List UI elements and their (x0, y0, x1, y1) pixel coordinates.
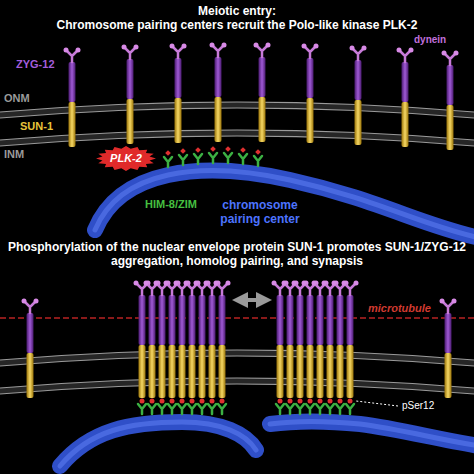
structure-label: chromosome pairing center (212, 198, 308, 226)
leader-line (356, 401, 398, 406)
him8-zim (224, 153, 232, 163)
phosphate (240, 147, 246, 153)
chromosomes (60, 421, 474, 466)
pairing-center-proteins (164, 146, 262, 167)
chromosome-highlight (95, 171, 474, 238)
sun-zyg-complex (170, 44, 187, 144)
panel-heading: Phosphorylation of the nuclear envelope … (7, 240, 467, 268)
kinase-name: PLK-2 (110, 152, 142, 165)
phosphate (225, 146, 231, 152)
sun-zyg-complexes (64, 43, 459, 151)
sun-zyg-complex (397, 48, 414, 148)
modification-label: pSer12 (402, 400, 434, 412)
sun-zyg-complex (440, 299, 457, 399)
outer-membrane-line (0, 350, 474, 366)
him8-zim (164, 157, 172, 167)
sun-zyg-complex (122, 45, 139, 145)
chromosome-body (60, 422, 256, 466)
microtubule-line (0, 317, 474, 319)
sun-zyg-complex (22, 299, 39, 399)
sun-zyg-complex (64, 48, 81, 148)
panel-heading: Meiotic entry: (0, 4, 474, 18)
sun-zyg-complex (254, 43, 271, 143)
phosphate (195, 147, 201, 153)
protein-label: SUN-1 (20, 120, 53, 133)
phosphate (210, 146, 216, 152)
outer-membrane (0, 350, 474, 366)
protein-label: ZYG-12 (16, 58, 55, 71)
membrane-label: INM (4, 148, 24, 161)
him8-zim (254, 156, 262, 166)
inner-membrane (0, 378, 474, 394)
sun-zyg-complex (350, 46, 367, 146)
chromosome-body (95, 171, 474, 238)
sun-zyg-aggregate (134, 281, 231, 415)
protein-label: HIM-8/ZIM (145, 198, 197, 211)
nuclear-envelope (0, 350, 474, 394)
chromosome-body (270, 421, 474, 446)
phosphate (255, 149, 261, 155)
membrane-label: ONM (4, 92, 30, 105)
star-shape (96, 146, 156, 171)
protein-label: dynein (414, 34, 446, 46)
him8-zim (194, 154, 202, 164)
phosphate (165, 150, 171, 156)
sun-zyg-complex (302, 44, 319, 144)
phosphate (180, 148, 186, 154)
panel-heading: Chromosome pairing centers recruit the P… (0, 18, 474, 32)
chromosome (95, 171, 474, 238)
structure-label: microtubule (366, 302, 433, 315)
him8-zim (209, 153, 217, 163)
chromosome-highlight (270, 421, 474, 446)
him8-zim (179, 155, 187, 165)
sun-zyg-complex (442, 51, 459, 151)
him8-zim (239, 154, 247, 164)
inner-membrane-line (0, 378, 474, 394)
chromosome-highlight (60, 422, 256, 466)
movement-arrow (240, 298, 264, 302)
sun-zyg-aggregate (272, 281, 359, 415)
sun-zyg-complex (210, 43, 227, 143)
kinase-star: PLK-2 (96, 146, 156, 171)
